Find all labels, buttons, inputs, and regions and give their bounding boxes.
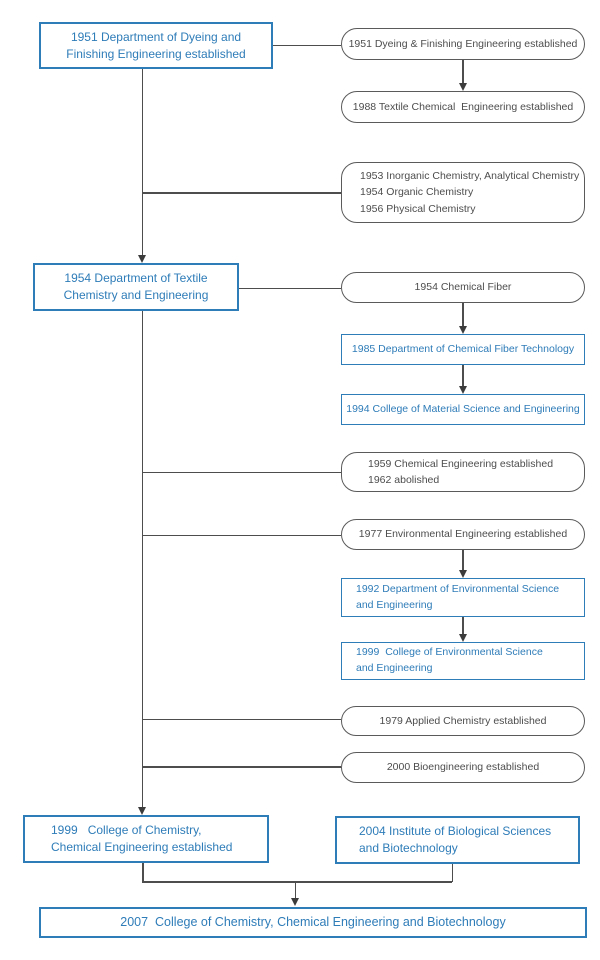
node-1999-environmental-science-college: 1999 College of Environmental Science an…: [341, 642, 585, 680]
node-2004-institute-biological-sciences: 2004 Institute of Biological Sciences an…: [335, 816, 580, 864]
connector-merge-to-2007: [294, 881, 296, 899]
arrowhead-into-1988-pill: [458, 83, 467, 91]
connector-1977-to-1992: [462, 550, 464, 570]
connector-trunk-1951-to-1954: [141, 69, 143, 255]
connector-1999college-down: [142, 863, 144, 882]
branch-to-1953-chemistry-pill: [142, 192, 341, 194]
connector-fiber-to-1985: [462, 303, 464, 326]
node-1994-material-science-college: 1994 College of Material Science and Eng…: [341, 394, 585, 425]
branch-to-1979-applied-chemistry-pill: [142, 718, 341, 720]
connector-2004institute-down: [451, 864, 453, 882]
arrowhead-into-1994-box: [458, 386, 467, 394]
node-1953-chemistry-subjects: 1953 Inorganic Chemistry, Analytical Che…: [341, 162, 585, 223]
node-1954-textile-chemistry-department: 1954 Department of Textile Chemistry and…: [33, 263, 239, 311]
node-1959-chemical-engineering: 1959 Chemical Engineering established 19…: [341, 452, 585, 492]
node-2007-college-of-chemistry-biotechnology: 2007 College of Chemistry, Chemical Engi…: [39, 907, 587, 938]
arrowhead-into-1999env-box: [458, 634, 467, 642]
node-1985-chemical-fiber-technology: 1985 Department of Chemical Fiber Techno…: [341, 334, 585, 365]
node-1977-environmental-engineering: 1977 Environmental Engineering establish…: [341, 519, 585, 550]
connector-1951pill-to-1988pill: [462, 60, 464, 83]
node-1954-chemical-fiber: 1954 Chemical Fiber: [341, 272, 585, 303]
node-1992-environmental-science-department: 1992 Department of Environmental Science…: [341, 578, 585, 617]
branch-to-1959-chemical-engineering-pill: [142, 471, 341, 473]
branch-to-1977-environmental-pill: [142, 534, 341, 536]
arrowhead-into-2007-box: [290, 898, 299, 906]
branch-1951-to-dyeing-pill: [273, 44, 341, 46]
arrowhead-into-1954-box: [137, 255, 146, 263]
branch-1954-to-chemical-fiber-pill: [239, 287, 341, 289]
node-1951-dyeing-finishing-established: 1951 Dyeing & Finishing Engineering esta…: [341, 28, 585, 60]
connector-1992-to-1999env: [462, 617, 464, 634]
node-1999-college-of-chemistry: 1999 College of Chemistry, Chemical Engi…: [23, 815, 269, 863]
connector-trunk-1954-to-1999: [141, 311, 143, 807]
connector-1985-to-1994: [462, 365, 464, 386]
node-1988-textile-chemical-established: 1988 Textile Chemical Engineering establ…: [341, 91, 585, 123]
connector-merge-horizontal: [142, 881, 453, 883]
branch-to-2000-bioengineering-pill: [142, 766, 341, 768]
node-2000-bioengineering: 2000 Bioengineering established: [341, 752, 585, 783]
arrowhead-into-1999-box: [137, 807, 146, 815]
arrowhead-into-1992-box: [458, 570, 467, 578]
node-1979-applied-chemistry: 1979 Applied Chemistry established: [341, 706, 585, 736]
node-1951-dyeing-department: 1951 Department of Dyeing and Finishing …: [39, 22, 273, 69]
arrowhead-into-1985-box: [458, 326, 467, 334]
